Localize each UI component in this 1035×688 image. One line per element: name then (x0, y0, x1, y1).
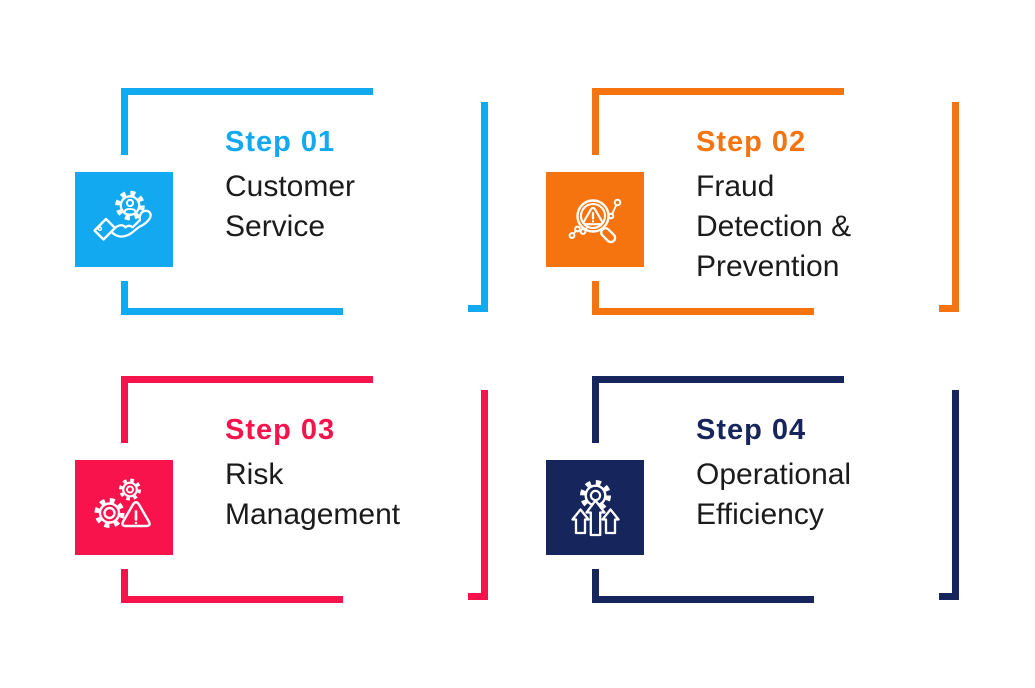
step-01-title: Customer Service (225, 167, 355, 247)
frame-top-left-bracket (592, 88, 844, 155)
step-01-icon-tile (75, 172, 173, 267)
title-line: Efficiency (696, 498, 824, 531)
hand-holding-customer-gear-icon (93, 190, 152, 241)
title-line: Fraud (696, 170, 775, 203)
frame-bottom-left-bracket (592, 281, 814, 315)
step-card-02: Step 02 Fraud Detection & Prevention (546, 88, 1012, 328)
step-card-04: Step 04 Operational Efficiency (546, 376, 1012, 616)
frame-right-bracket (468, 390, 488, 600)
step-02-title: Fraud Detection & Prevention (696, 167, 851, 287)
step-03-title: Risk Management (225, 455, 400, 535)
title-line: Prevention (696, 250, 840, 283)
frame-right-bracket (468, 102, 488, 312)
title-line: Detection & (696, 210, 852, 243)
frame-right-bracket (939, 390, 959, 600)
title-line: Operational (696, 458, 852, 491)
title-line: Management (225, 498, 401, 531)
gear-rising-arrows-icon (571, 479, 620, 536)
step-card-01: Step 01 Customer Service (75, 88, 541, 328)
frame-bottom-left-bracket (121, 281, 343, 315)
title-line: Risk (225, 458, 284, 491)
step-03-label: Step 03 (225, 414, 336, 446)
title-line: Service (225, 210, 326, 243)
step-01-label: Step 01 (225, 126, 336, 158)
frame-bottom-left-bracket (592, 569, 814, 603)
step-04-label: Step 04 (696, 414, 807, 446)
frame-right-bracket (939, 102, 959, 312)
magnifier-warning-data-icon (568, 198, 622, 243)
step-02-icon-tile (546, 172, 644, 267)
step-02-label: Step 02 (696, 126, 807, 158)
title-line: Customer (225, 170, 356, 203)
frame-bottom-left-bracket (121, 569, 343, 603)
step-04-title: Operational Efficiency (696, 455, 851, 535)
step-03-icon-tile (75, 460, 173, 555)
frame-top-left-bracket (121, 376, 373, 443)
frame-top-left-bracket (592, 376, 844, 443)
step-card-03: Step 03 Risk Management (75, 376, 541, 616)
gears-warning-triangle-icon (94, 478, 151, 528)
frame-top-left-bracket (121, 88, 373, 155)
step-04-icon-tile (546, 460, 644, 555)
